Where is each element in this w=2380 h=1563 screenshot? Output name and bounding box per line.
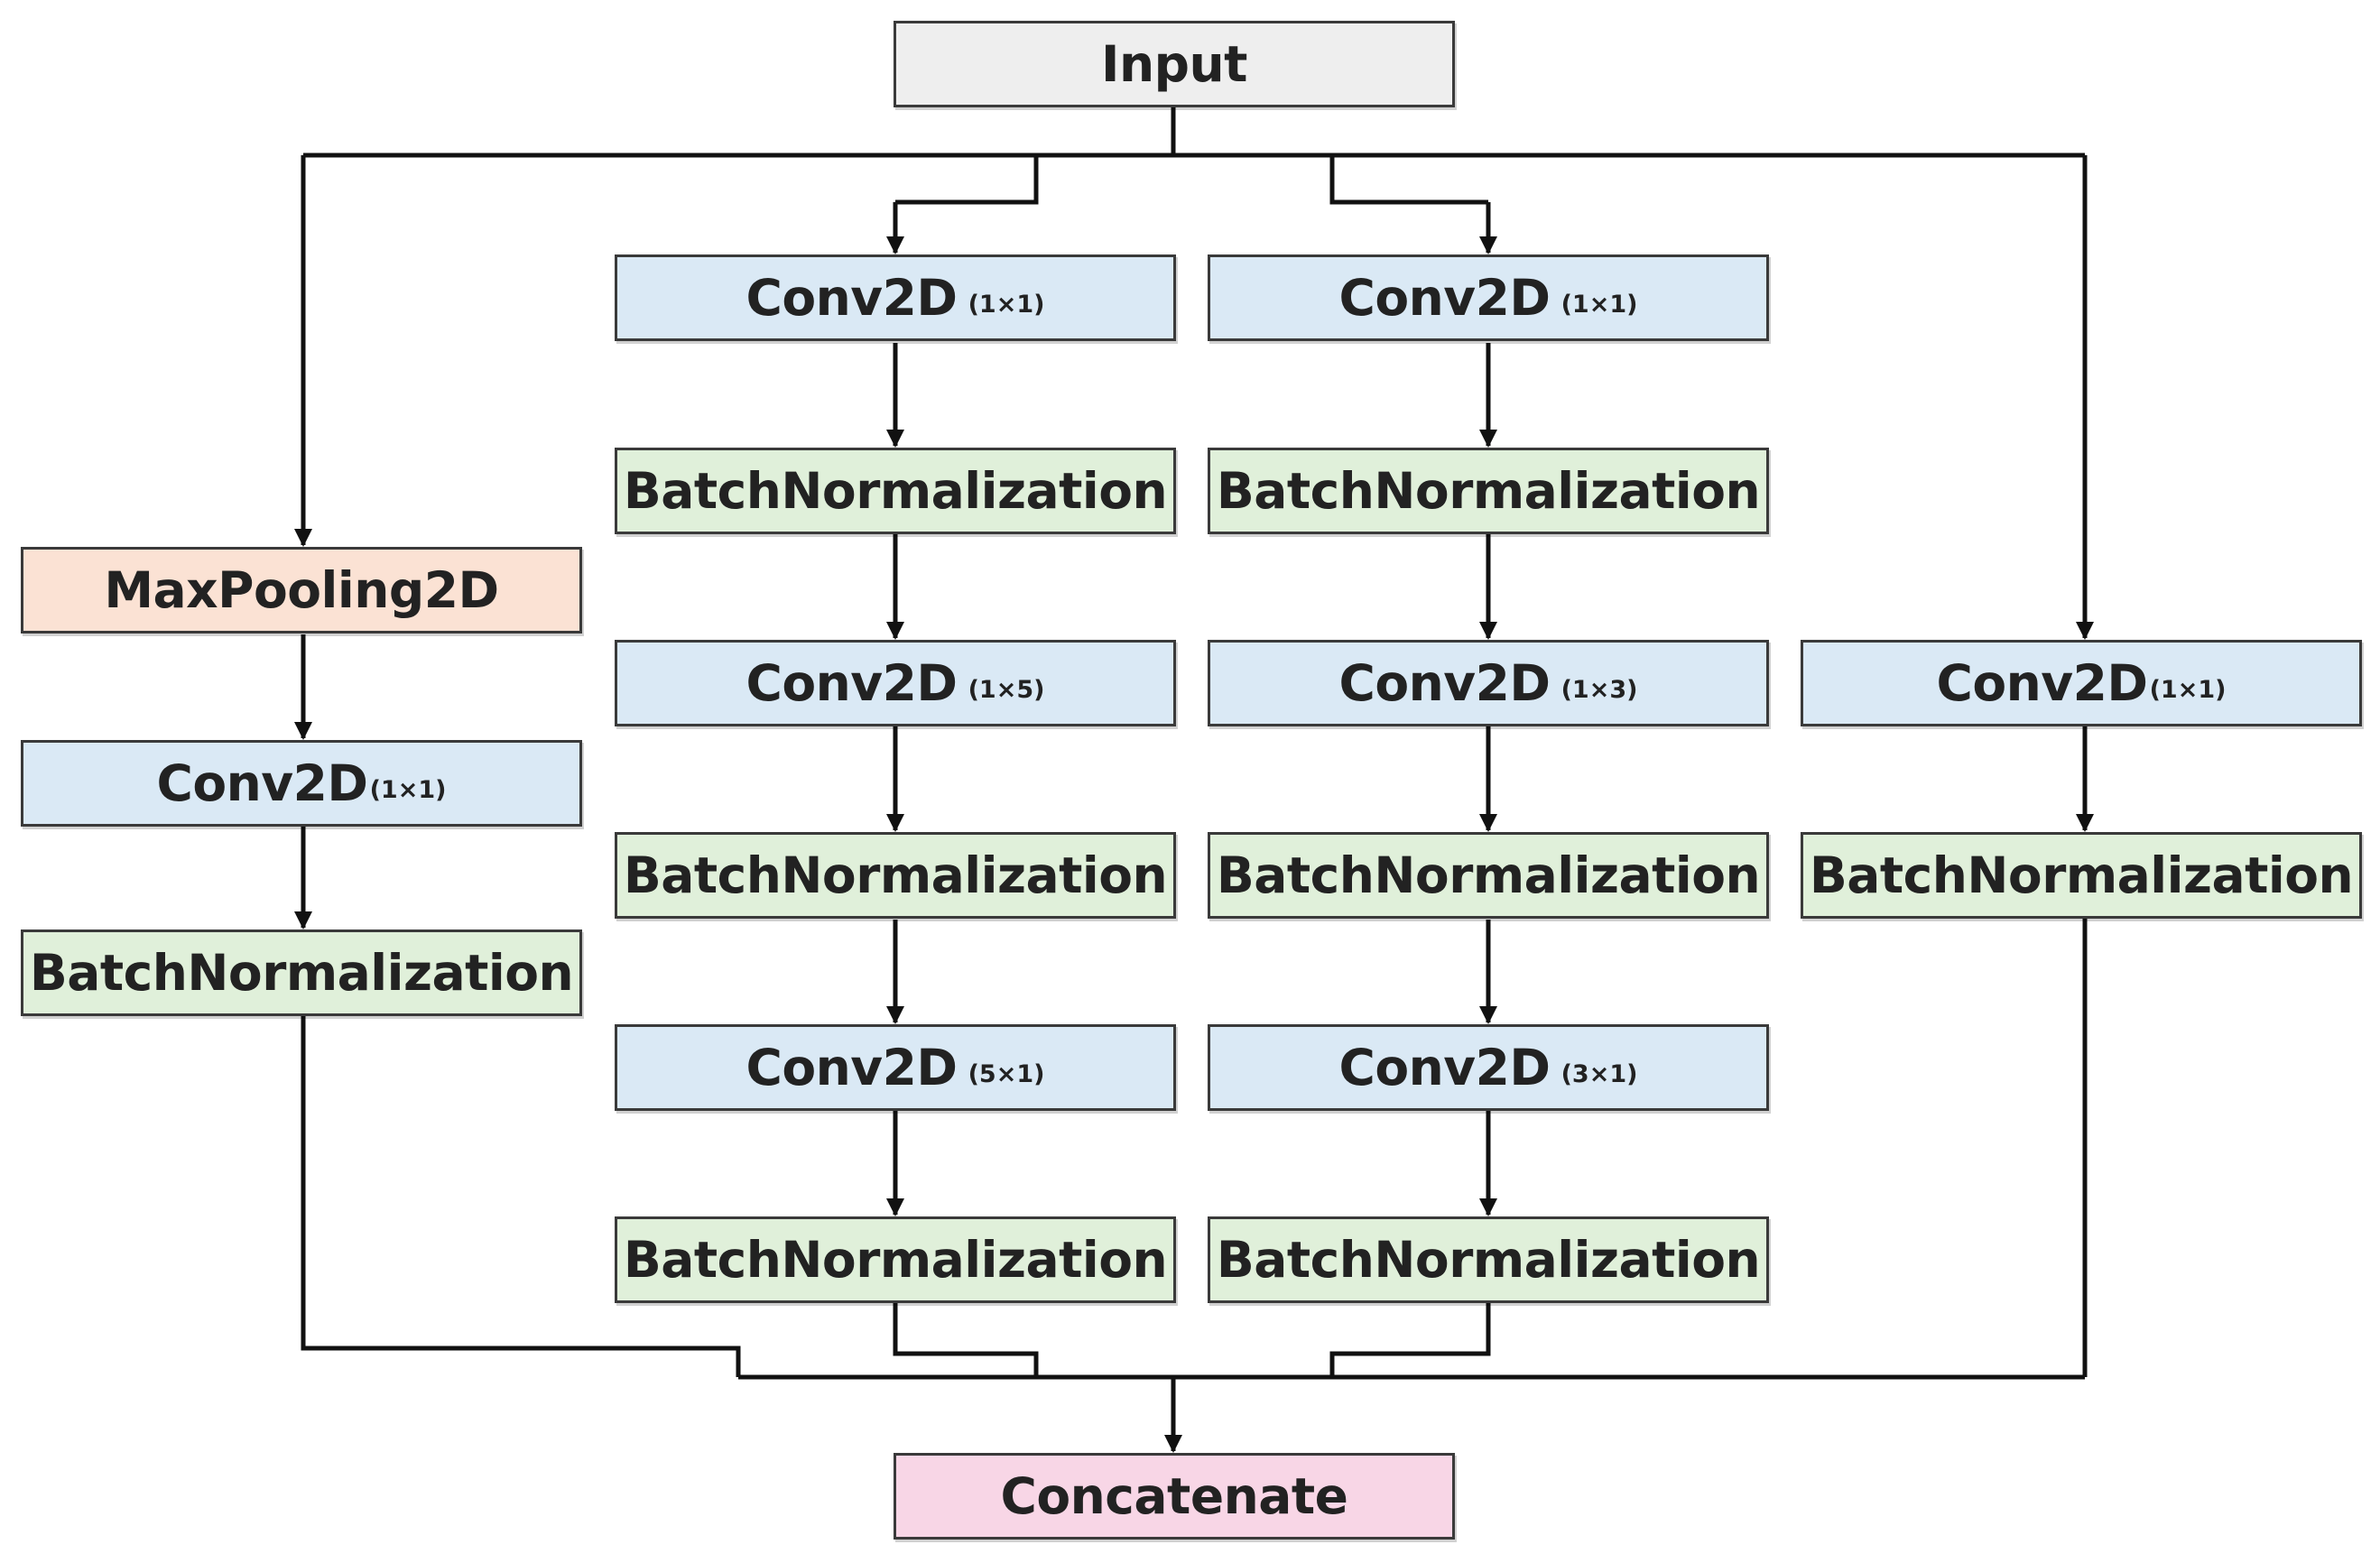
conv2d-label: Conv2D: [1936, 654, 2149, 712]
batchnorm-label: BatchNormalization: [1216, 1231, 1761, 1289]
conv2d-label: Conv2D: [156, 754, 369, 812]
concatenate-node: Concatenate: [894, 1453, 1455, 1540]
batchnorm-label: BatchNormalization: [29, 944, 574, 1002]
b3-batchnorm-3-node: BatchNormalization: [1208, 1216, 1769, 1303]
pool-batchnorm-node: BatchNormalization: [21, 929, 582, 1016]
merge-b3: [1329, 1303, 1491, 1377]
conv2d-kernel: (1×1): [2149, 675, 2227, 704]
conv2d-kernel: (1×1): [369, 775, 447, 804]
batchnorm-label: BatchNormalization: [623, 1231, 1168, 1289]
b3-conv2d-3-node: Conv2D (3×1): [1208, 1024, 1769, 1111]
conv2d-label: Conv2D: [745, 654, 958, 712]
conv2d-label: Conv2D: [745, 269, 958, 327]
batchnorm-label: BatchNormalization: [1216, 462, 1761, 520]
split-bus-inner: [895, 155, 1039, 205]
split-bus-inner-right: [1329, 155, 1488, 205]
batchnorm-label: BatchNormalization: [623, 462, 1168, 520]
b5-conv2d-1-node: Conv2D (1×1): [615, 254, 1176, 341]
conv2d-label: Conv2D: [745, 1039, 958, 1096]
pool-conv2d-node: Conv2D (1×1): [21, 740, 582, 827]
conv2d-kernel: (1×1): [968, 290, 1045, 319]
conv2d-kernel: (5×1): [968, 1059, 1045, 1088]
b3-conv2d-1-node: Conv2D (1×1): [1208, 254, 1769, 341]
maxpooling2d-node: MaxPooling2D: [21, 547, 582, 634]
conv2d-kernel: (1×1): [1560, 290, 1638, 319]
conv2d-label: Conv2D: [1338, 654, 1551, 712]
conv2d-kernel: (3×1): [1560, 1059, 1638, 1088]
merge-pool: [301, 1015, 741, 1377]
b5-batchnorm-3-node: BatchNormalization: [615, 1216, 1176, 1303]
b5-batchnorm-1-node: BatchNormalization: [615, 448, 1176, 534]
batchnorm-label: BatchNormalization: [1809, 846, 2354, 904]
b3-conv2d-2-node: Conv2D (1×3): [1208, 640, 1769, 726]
merge-b5: [893, 1303, 1039, 1377]
b5-batchnorm-2-node: BatchNormalization: [615, 832, 1176, 919]
b5-conv2d-3-node: Conv2D (5×1): [615, 1024, 1176, 1111]
conv2d-kernel: (1×5): [968, 675, 1045, 704]
b1-batchnorm-node: BatchNormalization: [1801, 832, 2362, 919]
maxpooling2d-label: MaxPooling2D: [104, 561, 499, 619]
conv2d-kernel: (1×3): [1560, 675, 1638, 704]
batchnorm-label: BatchNormalization: [1216, 846, 1761, 904]
conv2d-label: Conv2D: [1338, 269, 1551, 327]
concatenate-label: Concatenate: [1000, 1467, 1348, 1525]
input-label: Input: [1101, 35, 1247, 93]
b1-conv2d-node: Conv2D (1×1): [1801, 640, 2362, 726]
b3-batchnorm-2-node: BatchNormalization: [1208, 832, 1769, 919]
batchnorm-label: BatchNormalization: [623, 846, 1168, 904]
conv2d-label: Conv2D: [1338, 1039, 1551, 1096]
b5-conv2d-2-node: Conv2D (1×5): [615, 640, 1176, 726]
b3-batchnorm-1-node: BatchNormalization: [1208, 448, 1769, 534]
input-node: Input: [894, 21, 1455, 107]
